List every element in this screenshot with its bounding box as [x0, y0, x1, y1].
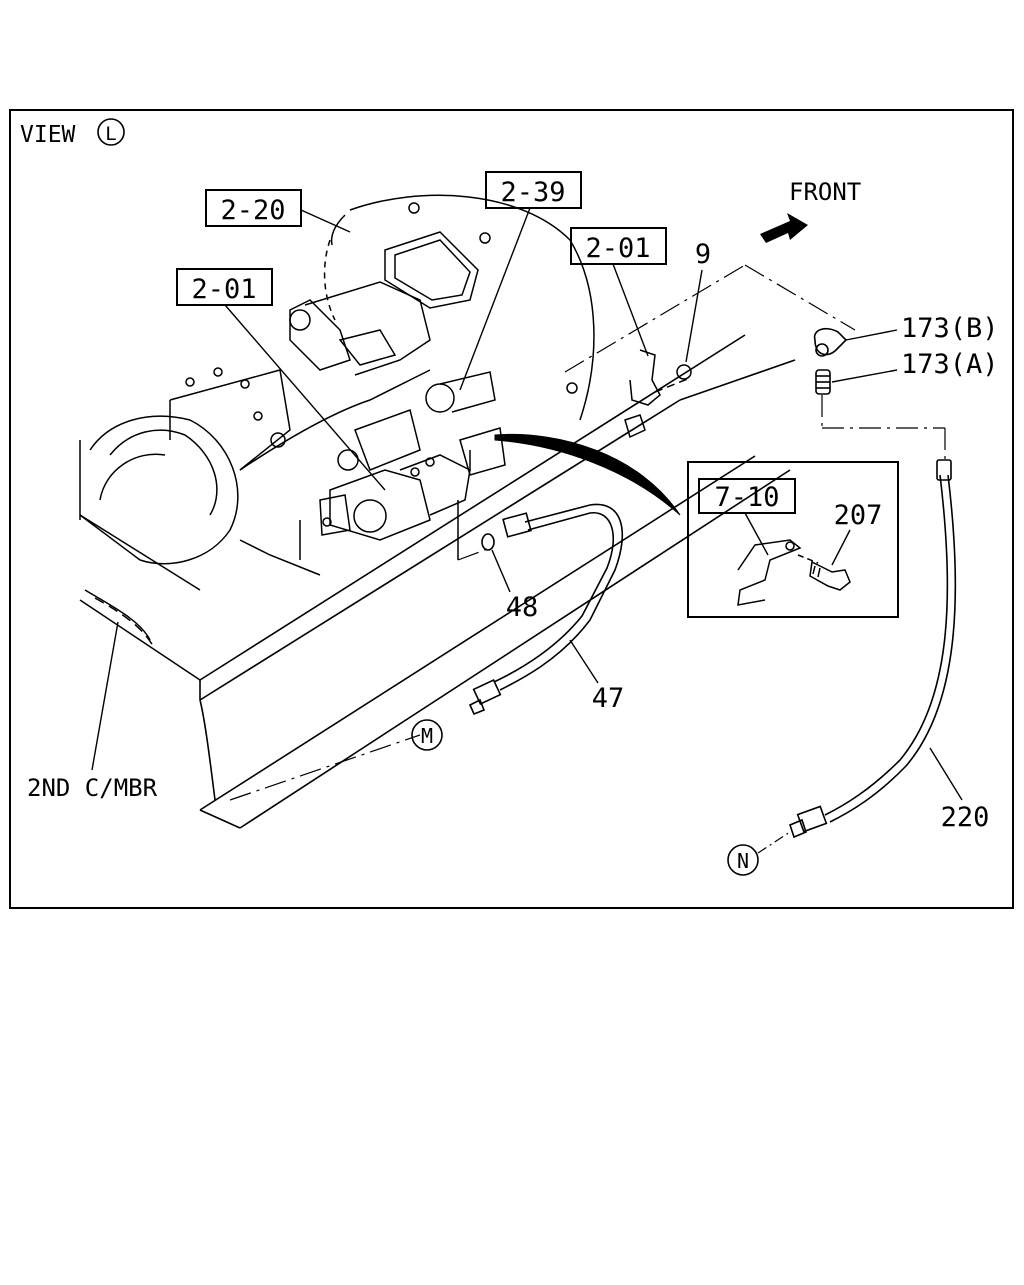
- centerline: [229, 264, 946, 801]
- transmission-assembly: [79, 194, 595, 576]
- member-label: 2ND C/MBR: [27, 774, 158, 802]
- part-207-leader: [831, 529, 851, 566]
- ref-2-01-upper-box: [570, 227, 667, 265]
- ref-2-20-box: [205, 189, 302, 227]
- front-arrow-icon: [760, 213, 808, 243]
- part-173a: 173(A): [901, 349, 999, 380]
- ref-7-10-box: [698, 478, 796, 514]
- ref-2-20-leader: [300, 209, 351, 233]
- connector-n: N: [737, 849, 749, 873]
- view-label: VIEW: [20, 122, 76, 148]
- ref-2-20: 2-20: [220, 195, 285, 226]
- connector-m: M: [421, 724, 433, 748]
- frame-rail: [199, 334, 796, 829]
- part-220-leader: [929, 747, 963, 801]
- fitting-173b: [813, 328, 848, 357]
- detail-bracket: [737, 539, 819, 606]
- part-207: 207: [834, 500, 883, 531]
- ref-2-01-left-leader: [224, 304, 386, 491]
- view-letter: L: [105, 123, 116, 145]
- ref-2-39-box: [485, 171, 582, 209]
- connector-n-circle: [727, 844, 759, 876]
- member-label-leader: [91, 621, 119, 771]
- part-48-leader: [491, 549, 511, 593]
- ref-2-39: 2-39: [500, 177, 565, 208]
- ref-2-01-left-box: [176, 268, 273, 306]
- fitting-173a: [815, 369, 831, 395]
- connector-n-line: [757, 831, 791, 854]
- part-220: 220: [941, 802, 990, 833]
- part-47: 47: [592, 683, 625, 714]
- second-crossmember: [79, 514, 201, 681]
- bolt-207: [809, 560, 851, 591]
- detail-callout-wedge: [494, 433, 681, 516]
- connector-m-circle: [411, 719, 443, 751]
- diagram-frame: [9, 109, 1014, 909]
- detail-box: [687, 461, 899, 618]
- part-47-leader: [569, 639, 599, 684]
- part-173a-leader: [831, 369, 898, 383]
- part-173b-leader: [845, 329, 898, 341]
- front-label: FRONT: [789, 178, 861, 206]
- part-9-leader: [685, 269, 703, 363]
- ref-7-10-leader: [744, 512, 769, 556]
- bracket-2-01: [624, 349, 692, 439]
- view-letter-circle: [97, 118, 125, 146]
- part-48: 48: [506, 592, 539, 623]
- ref-2-01-upper: 2-01: [585, 233, 650, 264]
- hose-220: [789, 459, 957, 839]
- ref-2-39-leader: [459, 207, 531, 391]
- part-9: 9: [695, 239, 711, 270]
- gasket-48: [481, 533, 495, 551]
- part-173b: 173(B): [901, 313, 999, 344]
- hose-47: [468, 503, 623, 716]
- ref-7-10: 7-10: [714, 482, 779, 513]
- ref-2-01-upper-leader: [612, 263, 649, 357]
- ref-2-01-left: 2-01: [191, 274, 256, 305]
